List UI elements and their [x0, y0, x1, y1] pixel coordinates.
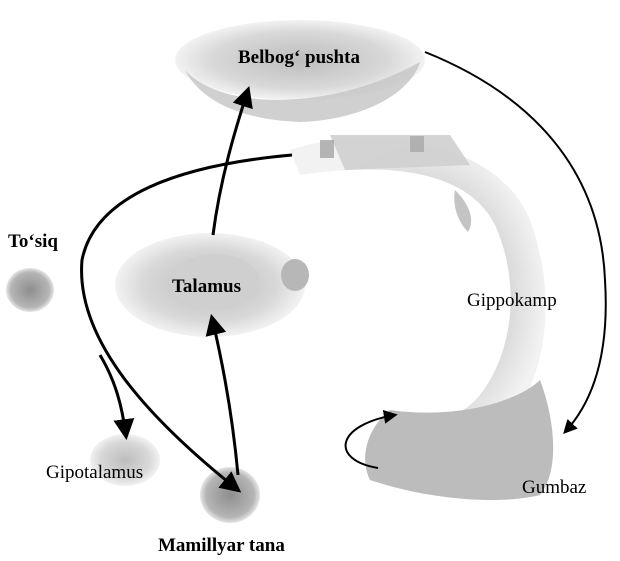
label-talamus: Talamus — [172, 276, 241, 297]
label-tosiq: To‘siq — [8, 231, 58, 252]
label-gumbaz: Gumbaz — [522, 477, 586, 498]
mammillary-body-shape — [200, 467, 260, 523]
septum-shape — [6, 268, 54, 312]
label-mamillyar-tana: Mamillyar tana — [158, 535, 285, 556]
arrow-mammillary-to-thalamus — [212, 318, 238, 475]
label-gipotalamus: Gipotalamus — [46, 462, 143, 483]
label-gippokamp: Gippokamp — [467, 290, 557, 311]
arrow-fornix-to-hypothalamus — [100, 355, 126, 436]
label-belbog-pushta: Belbog‘ pushta — [238, 47, 360, 68]
cingulate-gyrus-shape — [175, 20, 425, 122]
fornix-hippocampus-shape — [290, 135, 553, 500]
